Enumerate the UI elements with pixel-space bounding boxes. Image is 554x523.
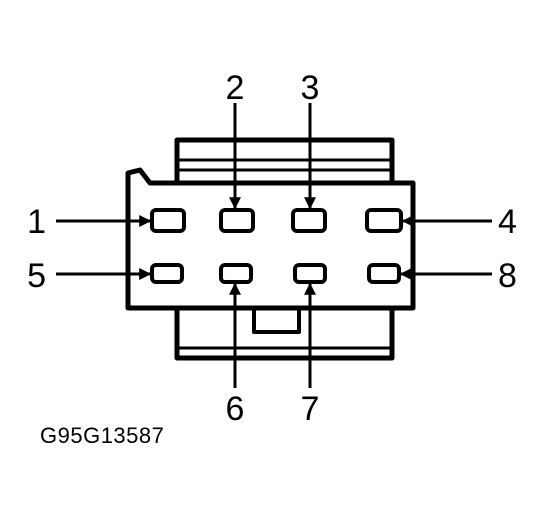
pin-label-1: 1 bbox=[27, 203, 46, 241]
pin-label-3: 3 bbox=[301, 69, 320, 107]
pin-cavity-6 bbox=[219, 263, 253, 284]
bottom-latch bbox=[174, 308, 395, 361]
pin-cavity-1 bbox=[150, 208, 186, 233]
pin-cavities bbox=[150, 208, 403, 284]
pin-label-6: 6 bbox=[226, 390, 245, 428]
figure-code: G95G13587 bbox=[40, 423, 165, 448]
top-latch bbox=[174, 137, 395, 183]
pin-cavity-5 bbox=[150, 263, 184, 284]
leader-arrows bbox=[56, 103, 492, 388]
pin-cavity-2 bbox=[219, 208, 255, 233]
pin-label-4: 4 bbox=[498, 203, 517, 241]
pin-cavity-7 bbox=[293, 263, 327, 284]
pin-cavity-3 bbox=[291, 208, 327, 233]
pin-label-8: 8 bbox=[498, 257, 517, 295]
pin-cavity-4 bbox=[365, 208, 403, 233]
pin-label-2: 2 bbox=[226, 69, 245, 107]
pin-label-5: 5 bbox=[27, 257, 46, 295]
connector-body bbox=[125, 167, 416, 311]
pin-label-7: 7 bbox=[301, 390, 320, 428]
pin-cavity-8 bbox=[367, 263, 401, 284]
